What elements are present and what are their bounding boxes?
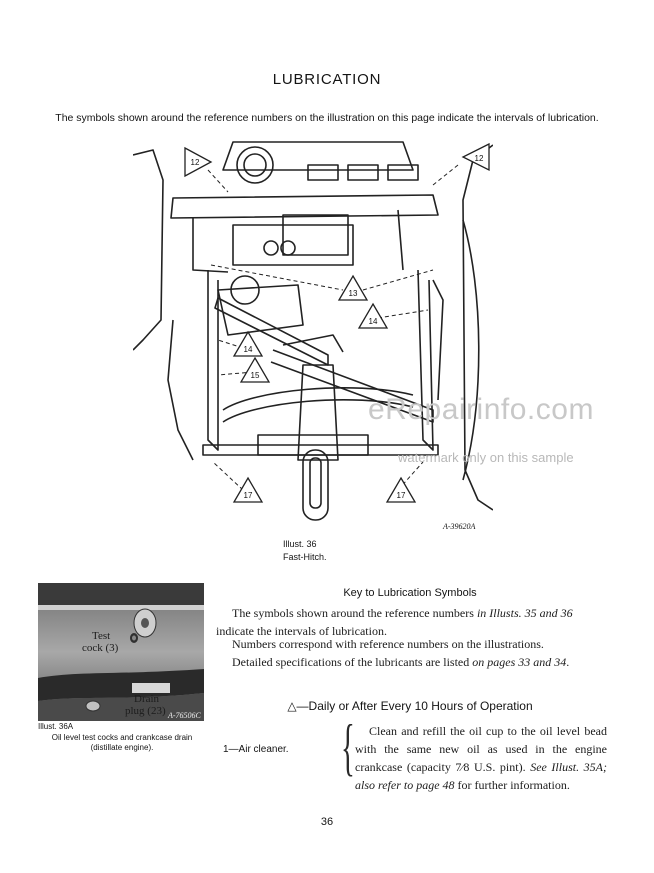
callout-17-right: 17	[397, 491, 406, 500]
illust-36a-caption-cont: (distillate engine).	[90, 743, 154, 752]
illust-36-number: Illust. 36	[283, 539, 317, 549]
fast-hitch-illustration: 12 12 13 14 14 15 17 17	[133, 141, 493, 521]
brace: {	[341, 711, 355, 782]
page-number: 36	[320, 816, 334, 828]
callout-17-left: 17	[244, 491, 253, 500]
page-title: LUBRICATION	[272, 71, 382, 88]
key-paragraph-3: Detailed specifications of the lubricant…	[232, 655, 570, 669]
callout-12-right: 12	[475, 154, 484, 163]
illust-36a-caption: Oil level test cocks and crankcase drain	[51, 733, 193, 742]
intro-text: The symbols shown around the reference n…	[55, 112, 599, 124]
callout-14-right: 14	[369, 317, 378, 326]
watermark-note: watermark only on this sample	[398, 450, 574, 465]
key-paragraph-1: The symbols shown around the reference n…	[216, 606, 573, 638]
label-cock: cock (3)	[82, 642, 119, 654]
callout-13: 13	[349, 289, 358, 298]
illust-36-code: A-39620A	[443, 522, 476, 531]
key-title: Key to Lubrication Symbols	[343, 587, 477, 599]
label-plug: plug (23)	[125, 705, 166, 717]
key-paragraph-2: Numbers correspond with reference number…	[232, 637, 544, 651]
callout-15: 15	[251, 371, 260, 380]
label-test: Test	[92, 630, 111, 642]
crankcase-photo	[38, 583, 204, 721]
watermark-site: eRepairinfo.com	[368, 393, 594, 426]
section-title: △—Daily or After Every 10 Hours of Opera…	[287, 699, 533, 713]
label-drain: Drain	[134, 693, 160, 705]
illust-36a-number: Illust. 36A	[38, 722, 74, 731]
illust-36-caption: Fast-Hitch.	[283, 552, 327, 562]
item-air-cleaner: 1—Air cleaner.	[223, 744, 289, 755]
callout-12-left: 12	[191, 158, 200, 167]
item-air-cleaner-instructions: Clean and refill the oil cup to the oil …	[355, 724, 607, 792]
illust-36a-code: A-76506C	[168, 711, 201, 720]
callout-14-left: 14	[244, 345, 253, 354]
